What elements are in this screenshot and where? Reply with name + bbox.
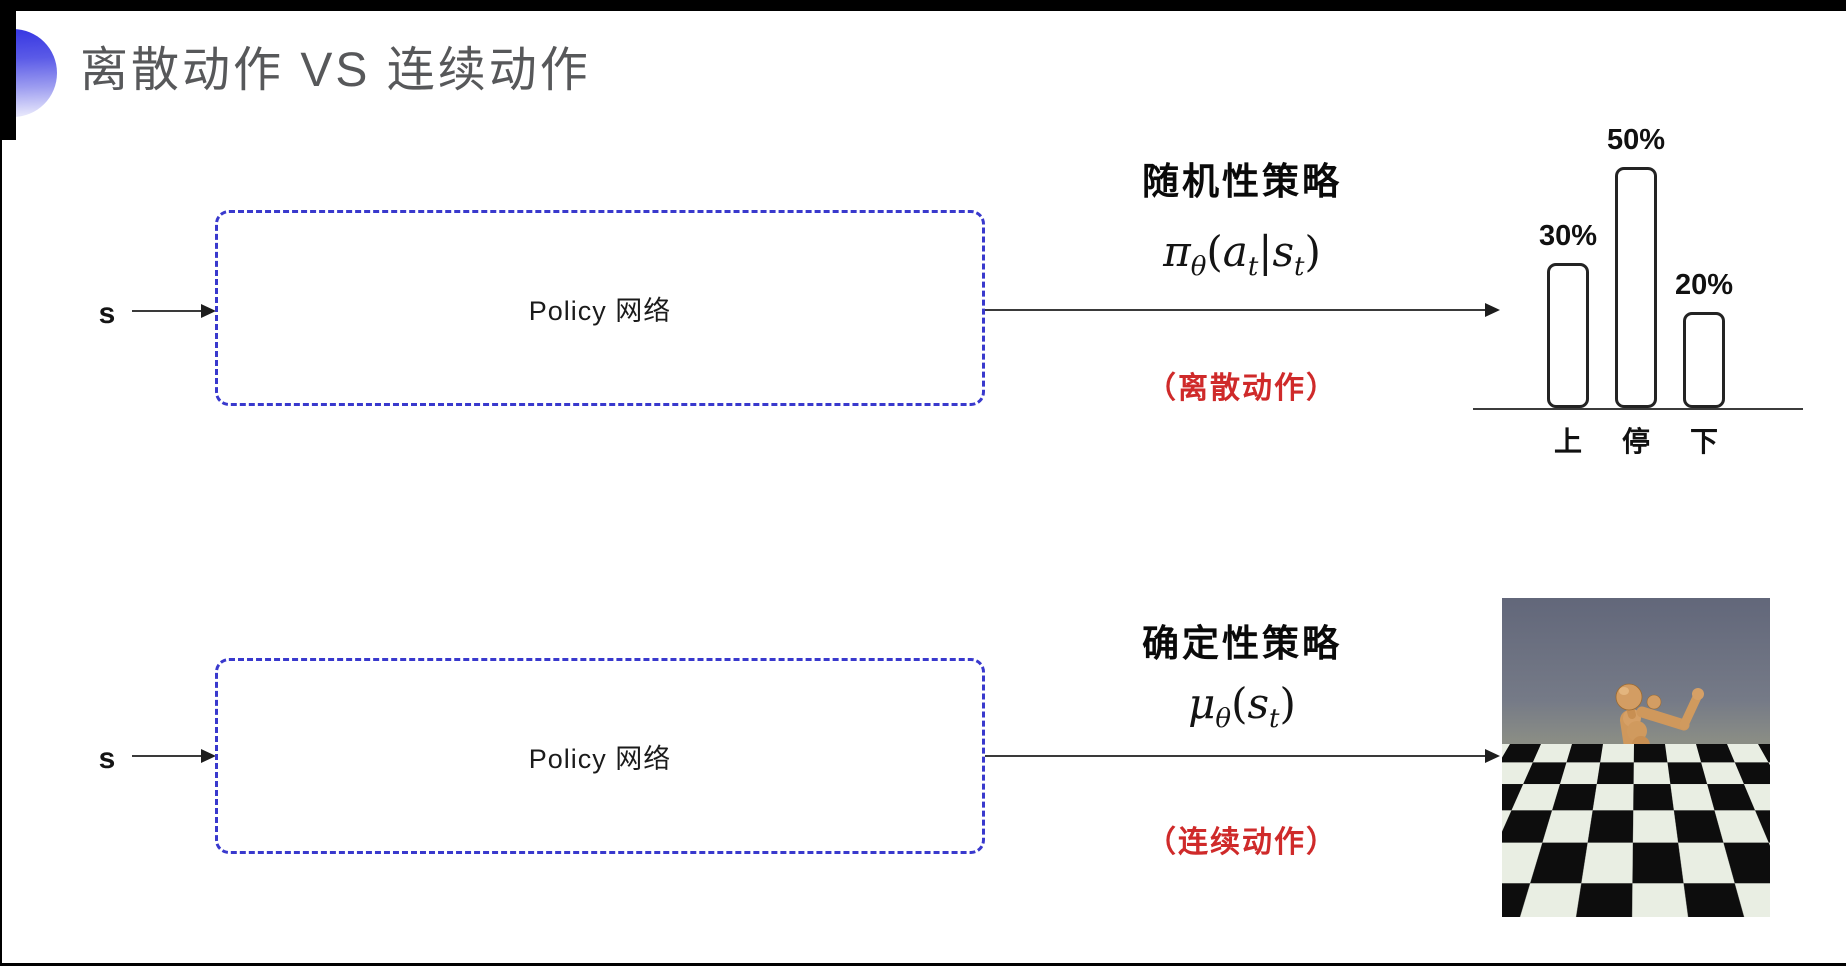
arrow-line — [132, 310, 203, 312]
action-probability-chart: 30% 上 50% 停 20% 下 — [1473, 108, 1803, 408]
bar — [1683, 312, 1725, 408]
slide: 离散动作 VS 连续动作 s Policy 网络 随机性策略 πθ(at|st)… — [2, 11, 1846, 963]
formula-t-sub: t — [1248, 252, 1258, 282]
formula-close-paren: ) — [1279, 679, 1295, 728]
arrow-line — [985, 755, 1487, 757]
arrow-head-icon — [1485, 749, 1500, 763]
state-input-label-bottom: s — [90, 742, 124, 776]
formula-bar: | — [1258, 227, 1272, 276]
robot-torso — [1619, 709, 1653, 785]
deterministic-policy-title: 确定性策略 — [1065, 613, 1419, 667]
formula-pi: π — [1163, 227, 1191, 276]
bar-group-stop: 50% 停 — [1615, 124, 1657, 408]
bar-value-label: 50% — [1607, 124, 1665, 157]
arrow-line — [132, 755, 203, 757]
bar-group-up: 30% 上 — [1547, 220, 1589, 408]
arrow-head-icon — [201, 304, 216, 318]
formula-theta-sub: θ — [1215, 704, 1231, 734]
humanoid-robot-image — [1502, 598, 1770, 917]
bar-value-label: 20% — [1675, 269, 1733, 302]
page-title: 离散动作 VS 连续动作 — [80, 41, 591, 101]
bar — [1615, 167, 1657, 408]
formula-t-sub: t — [1269, 704, 1279, 734]
discrete-action-label: （离散动作） — [1065, 363, 1419, 407]
arrow-head-icon — [201, 749, 216, 763]
arrow-line — [985, 309, 1487, 311]
policy-network-box-bottom: Policy 网络 — [215, 658, 985, 854]
bar-value-label: 30% — [1539, 220, 1597, 253]
stochastic-policy-formula: πθ(at|st) — [1065, 227, 1419, 276]
chart-baseline — [1473, 408, 1803, 410]
formula-s: s — [1247, 679, 1269, 728]
robot-arm — [1642, 688, 1704, 725]
formula-open-paren: ( — [1206, 227, 1222, 276]
bar-category-label: 下 — [1690, 420, 1718, 460]
stochastic-policy-title: 随机性策略 — [1065, 151, 1419, 205]
formula-t-sub: t — [1294, 252, 1304, 282]
bar-category-label: 上 — [1554, 420, 1582, 460]
policy-network-box-top: Policy 网络 — [215, 210, 985, 406]
bar — [1547, 263, 1589, 408]
formula-close-paren: ) — [1304, 227, 1320, 276]
formula-theta-sub: θ — [1191, 252, 1207, 282]
floor-light-streak — [1576, 885, 1677, 914]
policy-box-label: Policy 网络 — [529, 737, 672, 776]
state-input-label-top: s — [90, 297, 124, 331]
formula-open-paren: ( — [1231, 679, 1247, 728]
bar-group-down: 20% 下 — [1683, 269, 1725, 408]
frame-corner-block — [0, 0, 16, 140]
formula-mu: μ — [1188, 679, 1215, 728]
formula-a: a — [1223, 227, 1248, 276]
humanoid-robot-figure — [1502, 598, 1770, 917]
deterministic-policy-formula: μθ(st) — [1065, 679, 1419, 728]
bar-category-label: 停 — [1622, 420, 1650, 460]
continuous-action-label: （连续动作） — [1065, 817, 1419, 861]
policy-box-label: Policy 网络 — [529, 289, 672, 328]
formula-s: s — [1272, 227, 1294, 276]
